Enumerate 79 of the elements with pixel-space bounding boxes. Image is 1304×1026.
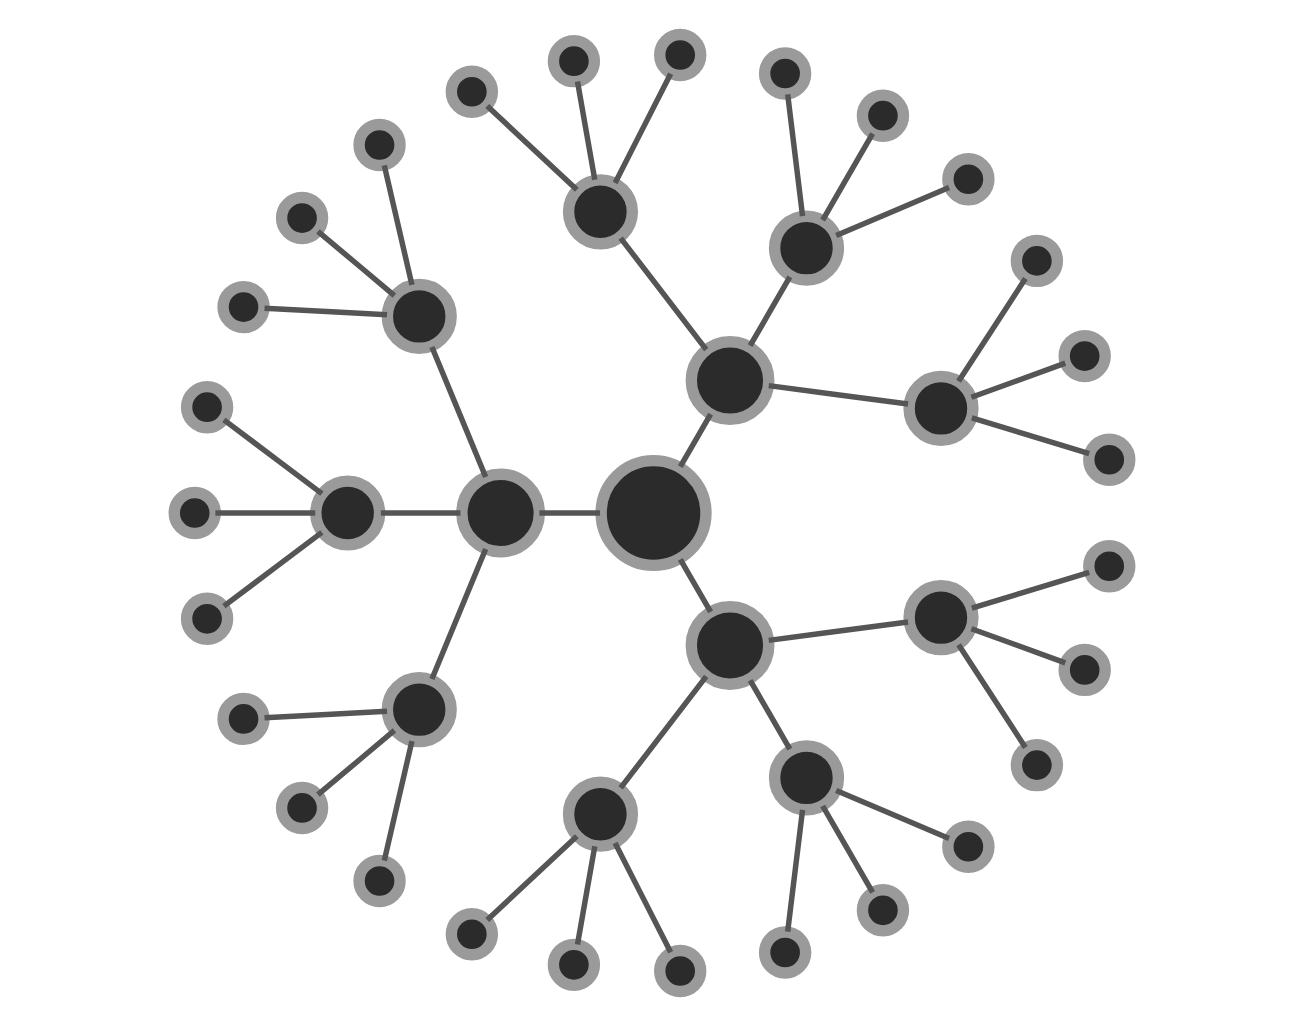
node-circle bbox=[562, 776, 639, 852]
node-circle bbox=[654, 944, 707, 998]
node-circle bbox=[1083, 540, 1136, 593]
connector bbox=[768, 382, 909, 407]
node-circle bbox=[310, 475, 386, 551]
connector bbox=[316, 728, 397, 797]
connector bbox=[747, 678, 793, 751]
connector bbox=[820, 804, 875, 894]
node-circle bbox=[768, 740, 845, 816]
node-circle bbox=[685, 336, 775, 425]
connector bbox=[747, 275, 793, 348]
connector bbox=[222, 417, 324, 496]
connector bbox=[956, 643, 1028, 749]
connector bbox=[970, 360, 1067, 400]
node-circle bbox=[942, 820, 995, 873]
node-circle bbox=[547, 34, 601, 88]
connector bbox=[835, 788, 951, 841]
node-circle bbox=[654, 28, 707, 82]
connector bbox=[956, 277, 1028, 383]
node-circle bbox=[353, 854, 406, 908]
connector bbox=[215, 510, 316, 516]
node-circle bbox=[942, 153, 995, 206]
connector bbox=[485, 104, 579, 192]
node-circle bbox=[595, 454, 712, 572]
node-circle bbox=[275, 191, 329, 245]
connector bbox=[381, 740, 415, 862]
connector bbox=[971, 415, 1090, 457]
connector bbox=[618, 236, 709, 352]
node-circle bbox=[856, 884, 910, 937]
node-circle bbox=[562, 174, 639, 250]
connector bbox=[429, 346, 489, 478]
node-circle bbox=[547, 938, 601, 992]
connector bbox=[768, 619, 909, 644]
connector bbox=[677, 412, 714, 469]
connector bbox=[784, 809, 806, 932]
connector bbox=[612, 72, 674, 185]
node-circle bbox=[903, 370, 979, 446]
connector bbox=[820, 132, 875, 222]
connector bbox=[618, 674, 709, 790]
node-circle bbox=[381, 278, 457, 354]
node-circle bbox=[456, 468, 546, 558]
node-circle bbox=[353, 118, 406, 172]
node-circle bbox=[445, 65, 499, 118]
node-circle bbox=[180, 380, 234, 434]
node-circle bbox=[685, 601, 775, 690]
connector bbox=[316, 229, 397, 298]
node-circle bbox=[758, 47, 812, 100]
connector bbox=[574, 81, 598, 181]
connector bbox=[380, 510, 461, 516]
connector bbox=[835, 185, 951, 238]
node-circle bbox=[1010, 234, 1064, 288]
connector bbox=[574, 845, 598, 945]
node-circle bbox=[768, 210, 845, 286]
node-circle bbox=[381, 672, 457, 748]
connector bbox=[612, 841, 674, 954]
node-circle bbox=[856, 89, 910, 142]
connector bbox=[971, 569, 1090, 611]
node-circle bbox=[275, 781, 329, 835]
connector bbox=[264, 708, 388, 721]
connector bbox=[429, 548, 489, 680]
node-circle bbox=[758, 926, 812, 979]
connector bbox=[222, 530, 324, 609]
node-circle bbox=[1083, 433, 1136, 486]
node-circle bbox=[445, 908, 499, 961]
connector bbox=[381, 164, 415, 286]
connector bbox=[784, 94, 806, 217]
node-circle bbox=[180, 592, 234, 646]
connector bbox=[539, 510, 601, 516]
node-circle bbox=[217, 692, 270, 746]
node-circle bbox=[1058, 643, 1111, 697]
connector bbox=[485, 834, 579, 922]
connector bbox=[970, 626, 1067, 666]
node-circle bbox=[168, 486, 221, 540]
node-circle bbox=[903, 580, 979, 656]
connector bbox=[264, 305, 388, 318]
node-circle bbox=[217, 280, 270, 334]
node-circle bbox=[1058, 329, 1111, 383]
node-circle bbox=[1010, 738, 1064, 792]
connector bbox=[677, 557, 714, 614]
